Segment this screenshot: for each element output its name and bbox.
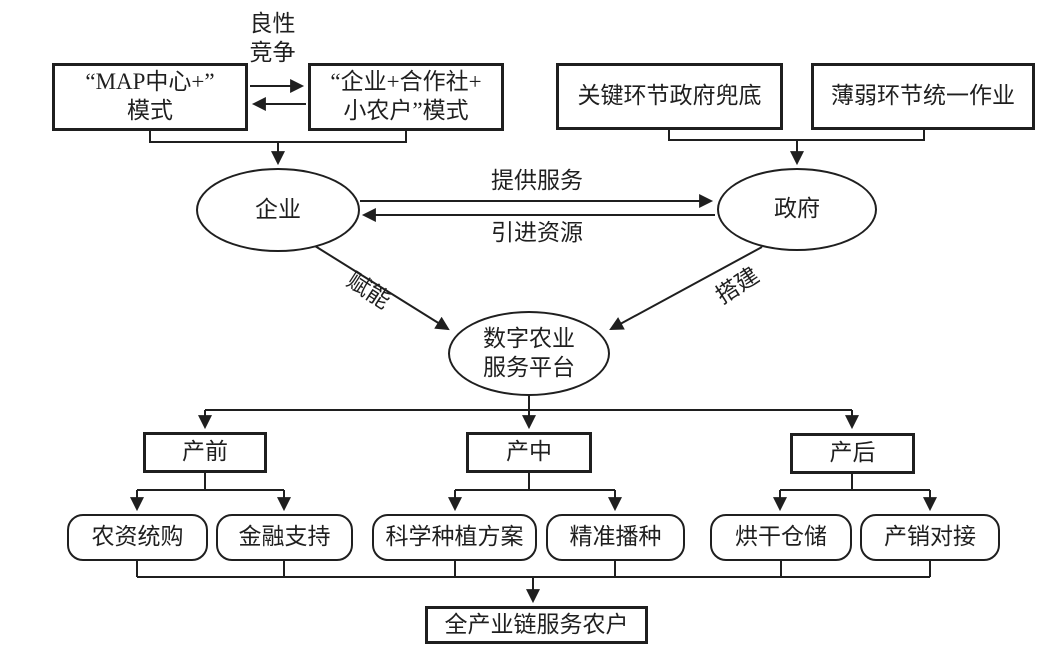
arrow-enterprise-to-platform [314, 245, 450, 331]
pre-production-box: 产前 [143, 432, 267, 473]
bracket-modes [149, 130, 407, 143]
bracket-gov-inputs [668, 129, 925, 141]
weak-unified-box: 薄弱环节统一作业 [811, 63, 1035, 130]
financial-support-box: 金融支持 [216, 514, 353, 561]
gov-backstop-box: 关键环节政府兜底 [556, 63, 783, 130]
map-mode-box: “MAP中心+” 模式 [52, 63, 248, 131]
full-chain-box: 全产业链服务农户 [425, 606, 648, 644]
government-ellipse: 政府 [717, 168, 877, 251]
agri-purchase-box: 农资统购 [67, 514, 208, 561]
provide-service-edge-label: 提供服务 [491, 168, 583, 193]
post-production-box: 产后 [790, 433, 915, 474]
marketing-link-box: 产销对接 [860, 514, 1000, 561]
planting-plan-box: 科学种植方案 [372, 514, 537, 561]
mid-production-box: 产中 [466, 432, 592, 473]
introduce-resources-edge-label: 引进资源 [491, 220, 583, 245]
precision-seeding-box: 精准播种 [546, 514, 685, 561]
competition-edge-label: 良性 竞争 [249, 11, 296, 65]
platform-ellipse: 数字农业 服务平台 [448, 311, 610, 396]
enterprise-ellipse: 企业 [196, 168, 360, 252]
drying-storage-box: 烘干仓储 [710, 514, 852, 561]
coop-mode-box: “企业+合作社+ 小农户”模式 [308, 63, 504, 131]
arrow-government-to-platform [609, 246, 763, 331]
